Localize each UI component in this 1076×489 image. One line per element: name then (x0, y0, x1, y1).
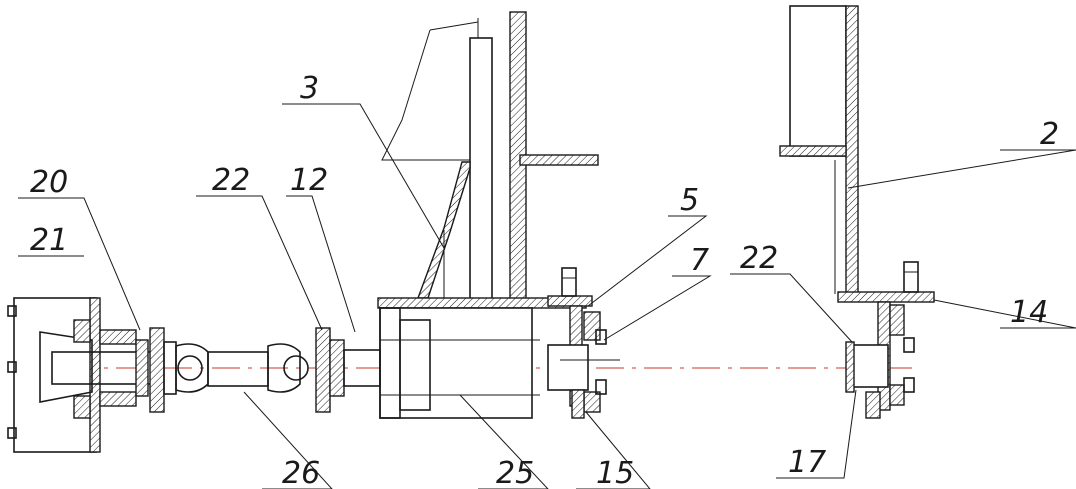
callout-12: 12 (290, 163, 328, 198)
callout-17: 17 (788, 445, 826, 480)
callout-3: 3 (300, 71, 319, 106)
callout-20: 20 (30, 165, 68, 200)
callout-labels: 20 21 22 12 3 5 7 22 2 14 17 15 25 26 (30, 71, 1059, 489)
callout-14: 14 (1010, 295, 1048, 330)
callout-22-left: 22 (212, 163, 250, 198)
frame-right (779, 5, 935, 303)
callout-2: 2 (1040, 117, 1059, 152)
callout-26: 26 (282, 456, 320, 489)
gearbox (379, 307, 540, 419)
drive-flange (7, 297, 165, 453)
callout-21: 21 (30, 223, 68, 258)
frame-left (377, 11, 599, 309)
callout-15: 15 (596, 456, 634, 489)
bearing-unit-left (547, 267, 620, 419)
callout-25: 25 (496, 456, 534, 489)
bearing-unit-right (845, 301, 915, 419)
leader-lines (18, 103, 1076, 489)
callout-7: 7 (690, 243, 709, 278)
callout-22-right: 22 (740, 241, 778, 276)
callout-5: 5 (680, 183, 699, 218)
cardan-shaft (163, 327, 381, 413)
